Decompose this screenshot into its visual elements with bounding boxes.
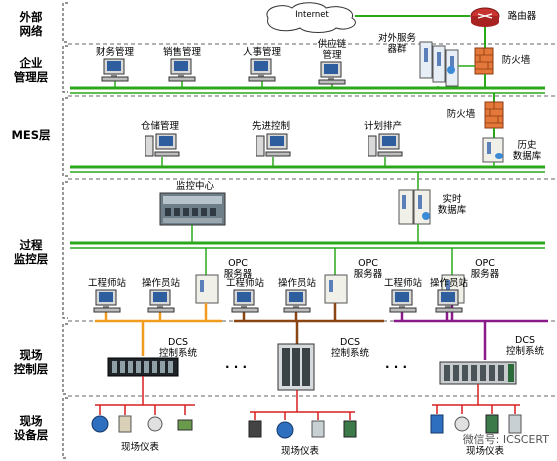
layer-dividers xyxy=(62,2,68,459)
internet-cloud xyxy=(266,2,356,33)
firewall-mes-label: 防火墙 xyxy=(446,109,476,120)
mes-node-2-label: 计划排产 xyxy=(363,121,402,132)
dcs-1-label: DCS 控制系统 xyxy=(158,337,197,359)
enterprise-node-2-label: 人事管理 xyxy=(242,47,281,58)
realtime-db-icon xyxy=(398,189,431,225)
opc-server-label-1: OPC 服务器 xyxy=(223,258,253,280)
operator-station-3: 操作员站 xyxy=(430,278,479,319)
mes-node-0-label: 仓储管理 xyxy=(140,121,179,132)
field-bus-1 xyxy=(95,376,195,415)
router-icon xyxy=(470,7,500,27)
dcs-rack-3-icon xyxy=(439,361,517,385)
ellipsis-1: · · · xyxy=(224,360,248,374)
ellipsis-2: · · · xyxy=(384,360,408,374)
field-instruments-group-3 xyxy=(430,414,522,434)
enterprise-node-0-label: 财务管理 xyxy=(95,47,134,58)
dcs-2-label: DCS 控制系统 xyxy=(330,337,369,359)
field-instruments-label-1: 现场仪表 xyxy=(120,442,159,453)
internet-label: Internet xyxy=(295,10,329,20)
engineer-station-3: 工程师站 xyxy=(384,278,433,319)
field-instruments-label-2: 现场仪表 xyxy=(280,446,319,457)
computer-icon xyxy=(100,58,145,88)
mes-node-1-label: 先进控制 xyxy=(251,121,290,132)
field-instruments-group-2 xyxy=(248,420,357,439)
opc-server-2-icon xyxy=(324,274,348,304)
history-db-label: 历史 数据库 xyxy=(512,140,542,162)
dcs-rack-1-icon xyxy=(107,357,179,377)
computer-icon xyxy=(255,132,301,164)
enterprise-node-1: 销售管理 xyxy=(163,47,212,88)
operator-station-2: 操作员站 xyxy=(278,278,327,319)
computer-icon xyxy=(144,132,190,164)
mes-node-2: 计划排产 xyxy=(364,121,413,164)
history-db-icon xyxy=(482,137,504,163)
dcs-3-label: DCS 控制系统 xyxy=(505,335,544,357)
opc-server-label-3: OPC 服务器 xyxy=(470,258,500,280)
computer-icon xyxy=(434,289,479,319)
enterprise-node-3-label: 供应链 管理 xyxy=(317,39,347,61)
computer-icon xyxy=(167,58,212,88)
field-bus-2 xyxy=(250,390,355,420)
computer-icon xyxy=(230,289,275,319)
layer-mes-label: MES层 xyxy=(11,128,51,142)
computer-icon xyxy=(92,289,137,319)
enterprise-node-0: 财务管理 xyxy=(96,47,145,88)
operator-station-1-label: 操作员站 xyxy=(141,278,180,289)
enterprise-node-2: 人事管理 xyxy=(243,47,292,88)
computer-icon xyxy=(367,132,413,164)
layer-separator-lines xyxy=(68,43,555,397)
server-group-icon xyxy=(419,41,459,87)
layer-external-label: 外部 网络 xyxy=(19,10,43,38)
opc-server-label-2: OPC 服务器 xyxy=(353,258,383,280)
mes-node-1: 先进控制 xyxy=(252,121,301,164)
monitor-center-label: 监控中心 xyxy=(175,181,214,192)
field-bus-3 xyxy=(432,384,520,414)
layer-process-label: 过程 监控层 xyxy=(13,238,49,266)
computer-icon xyxy=(247,58,292,88)
firewall-top-icon xyxy=(474,47,494,75)
engineer-station-2-label: 工程师站 xyxy=(225,278,264,289)
engineer-station-2: 工程师站 xyxy=(226,278,275,319)
watermark: 微信号: ICSCERT xyxy=(462,433,549,446)
computer-icon xyxy=(282,289,327,319)
server-group-label: 对外服务 器群 xyxy=(377,33,416,55)
operator-station-2-label: 操作员站 xyxy=(277,278,316,289)
operator-station-3-label: 操作员站 xyxy=(429,278,468,289)
operator-station-1: 操作员站 xyxy=(142,278,191,319)
engineer-station-1-label: 工程师站 xyxy=(87,278,126,289)
layer-enterprise-label: 企业 管理层 xyxy=(13,56,49,84)
layer-field-device-label: 现场 设备层 xyxy=(13,414,49,442)
engineer-station-3-label: 工程师站 xyxy=(383,278,422,289)
engineer-station-1: 工程师站 xyxy=(88,278,137,319)
monitor-center-image xyxy=(159,192,226,226)
layer-field-control-label: 现场 控制层 xyxy=(13,348,49,376)
mes-node-0: 仓储管理 xyxy=(141,121,190,164)
firewall-top-label: 防火墙 xyxy=(501,55,531,66)
dcs-cabinet-2-icon xyxy=(277,343,315,391)
realtime-db-label: 实时 数据库 xyxy=(437,194,467,216)
enterprise-node-1-label: 销售管理 xyxy=(162,47,201,58)
firewall-mes-icon xyxy=(484,101,504,129)
router-label: 路由器 xyxy=(507,11,537,22)
computer-icon xyxy=(317,61,362,91)
field-instruments-group-1 xyxy=(91,415,193,433)
enterprise-node-3: 供应链 管理 xyxy=(317,39,362,91)
computer-icon xyxy=(146,289,191,319)
field-instruments-label-3: 现场仪表 xyxy=(465,446,504,457)
computer-icon xyxy=(388,289,433,319)
